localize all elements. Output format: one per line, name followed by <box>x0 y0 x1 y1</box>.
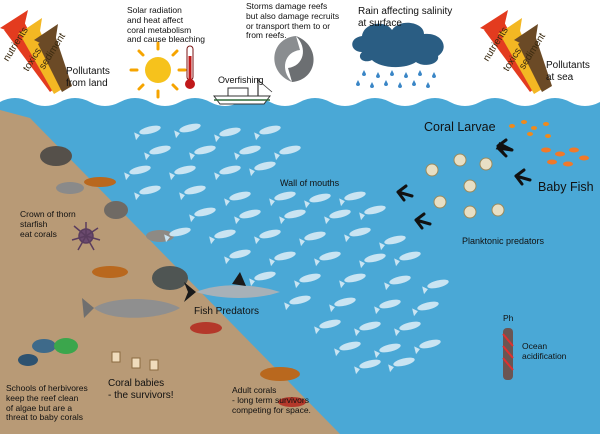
school-fish <box>334 341 361 357</box>
ocean-acidification-icon <box>502 328 514 380</box>
school-fish <box>299 231 326 247</box>
school-fish <box>422 279 449 295</box>
coral-baby-icons <box>111 351 159 371</box>
crown-of-thorn-label: Crown of thorn starfish eat corals <box>20 209 76 239</box>
school-fish <box>374 343 401 359</box>
school-fish <box>134 125 161 141</box>
school-fish <box>249 161 276 177</box>
larvae-flow-arrows <box>396 138 532 230</box>
school-fish <box>144 145 171 161</box>
school-fish <box>414 339 441 355</box>
pollutants-sea-label: Pollutants at sea <box>546 60 590 83</box>
baby-fish-label: Baby Fish <box>538 180 594 194</box>
baby-fish-icons <box>541 147 589 167</box>
storms-label: Storms damage reefs but also damage recr… <box>246 1 340 41</box>
sun-icon <box>129 41 187 99</box>
fish-school <box>124 123 449 375</box>
adult-corals-label: Adult corals - long term survivors compe… <box>232 385 311 415</box>
school-fish <box>174 123 201 139</box>
herbivores-label: Schools of herbivores keep the reef clea… <box>6 383 88 423</box>
reef-coral-icons <box>40 146 306 407</box>
school-fish <box>374 299 401 315</box>
school-fish <box>394 321 421 337</box>
sediment-arrow <box>518 32 552 92</box>
school-fish <box>124 165 151 181</box>
grouper-fish-icon <box>82 298 180 318</box>
overfishing-label: Overfishing <box>218 75 264 85</box>
school-fish <box>164 227 191 243</box>
school-fish <box>354 321 381 337</box>
school-fish <box>388 357 415 373</box>
school-fish <box>324 209 351 225</box>
school-fish <box>329 297 356 313</box>
school-fish <box>379 235 406 251</box>
school-fish <box>269 251 296 267</box>
toxics-arrow <box>502 26 544 94</box>
school-fish <box>249 271 276 287</box>
school-fish <box>189 207 216 223</box>
school-fish <box>339 273 366 289</box>
school-fish <box>314 251 341 267</box>
school-fish <box>209 229 236 245</box>
thermometer-icon <box>185 45 195 89</box>
ocean-acidification-label: Ocean acidification <box>522 341 567 361</box>
school-fish <box>274 145 301 161</box>
rain-cloud-icon <box>352 22 444 88</box>
school-fish <box>339 191 366 207</box>
herbivore-fish-icons <box>18 338 78 366</box>
sea-pollutant-arrows: nutrients toxics sediment <box>480 10 552 94</box>
school-fish <box>269 191 296 207</box>
reef-shark-icon <box>184 272 280 302</box>
school-fish <box>384 275 411 291</box>
school-fish <box>224 191 251 207</box>
planktonic-predators-label: Planktonic predators <box>462 236 545 246</box>
school-fish <box>394 251 421 267</box>
coral-larvae-icons <box>509 120 551 138</box>
school-fish <box>179 185 206 201</box>
wall-of-mouths-label: Wall of mouths <box>280 178 340 188</box>
solar-label: Solar radiation and heat affect coral me… <box>127 5 205 45</box>
school-fish <box>344 227 371 243</box>
school-fish <box>134 185 161 201</box>
school-fish <box>169 165 196 181</box>
school-fish <box>354 359 381 375</box>
planktonic-predator-icons <box>425 153 505 219</box>
rain-label: Rain affecting salinity at surface <box>358 6 453 29</box>
school-fish <box>284 295 311 311</box>
school-fish <box>294 273 321 289</box>
coral-larvae-label: Coral Larvae <box>424 120 496 134</box>
school-fish <box>234 145 261 161</box>
school-fish <box>224 249 251 265</box>
school-fish <box>214 165 241 181</box>
school-fish <box>412 301 439 317</box>
school-fish <box>279 209 306 225</box>
school-fish <box>304 193 331 209</box>
storm-icon <box>274 36 314 82</box>
school-fish <box>214 127 241 143</box>
sediment-arrow <box>38 32 72 92</box>
fish-predators-label: Fish Predators <box>194 306 260 317</box>
toxics-arrow <box>22 26 64 94</box>
school-fish <box>359 253 386 269</box>
coral-babies-label: Coral babies - the survivors! <box>108 378 174 401</box>
school-fish <box>359 205 386 221</box>
fishing-boat-icon <box>213 78 273 105</box>
school-fish <box>254 125 281 141</box>
land-pollutant-arrows: nutrients toxics sediment <box>0 10 72 94</box>
school-fish <box>189 145 216 161</box>
school-fish <box>234 209 261 225</box>
school-fish <box>254 229 281 245</box>
ph-label: Ph <box>503 313 514 323</box>
crown-of-thorns-starfish-icon <box>71 222 101 251</box>
pollutants-land-label: Pollutants from land <box>66 66 110 89</box>
school-fish <box>314 319 341 335</box>
